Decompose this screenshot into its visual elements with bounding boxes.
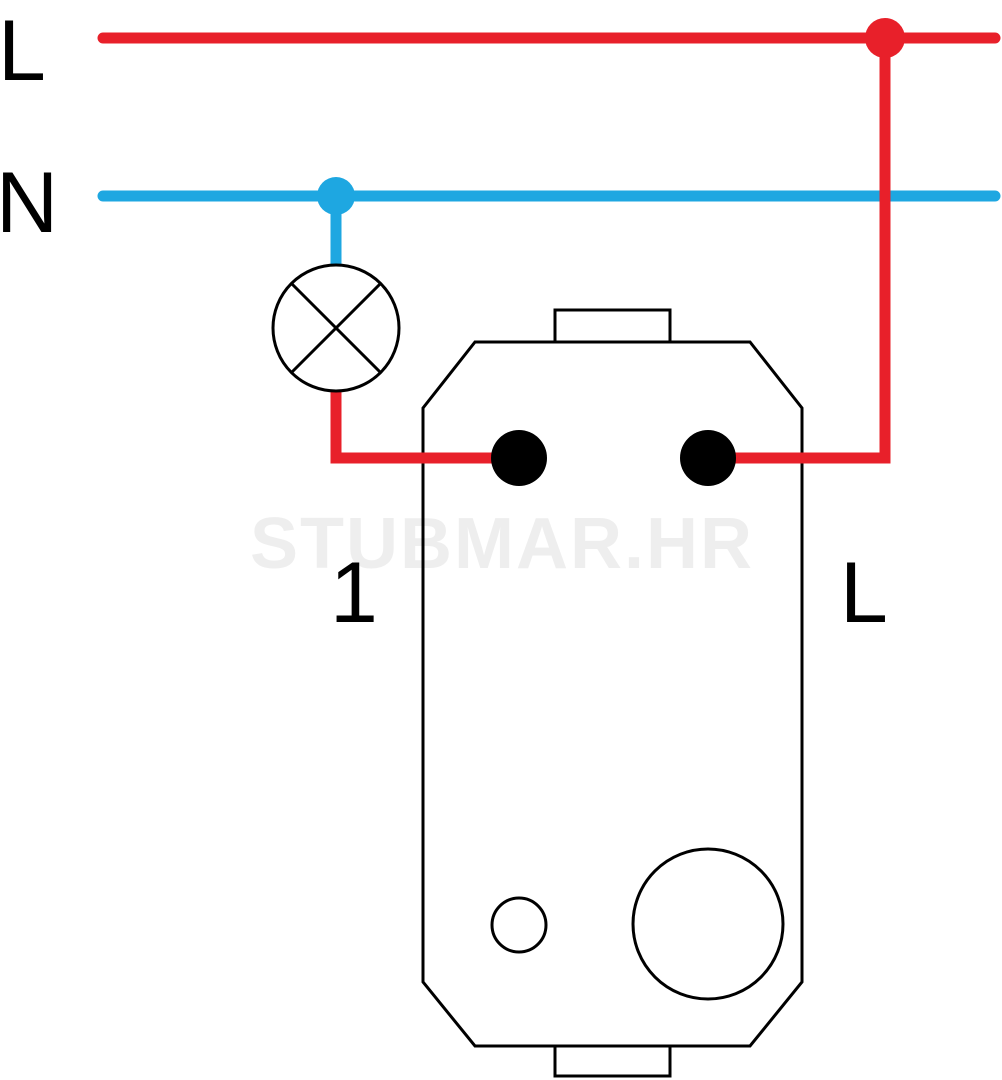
switch-top-tab [553, 308, 672, 342]
live-junction [865, 18, 905, 58]
label-terminal-line: L [840, 545, 888, 641]
lamp-icon [271, 263, 401, 393]
lamp-cross-b [289, 281, 383, 375]
label-line-supply: L [0, 3, 46, 99]
live-wire [97, 32, 1001, 464]
switch-small-hole [490, 896, 548, 954]
terminal-line-dot [680, 430, 736, 486]
label-neutral-supply: N [0, 155, 58, 251]
lamp-to-terminal-one [330, 392, 519, 464]
label-terminal-one: 1 [330, 545, 378, 641]
terminal-one-dot [491, 430, 547, 486]
watermark: STUBMAR.HR [250, 504, 754, 584]
neutral-wire [97, 190, 1001, 266]
switch-icon [421, 308, 804, 1078]
switch-bottom-tab [553, 1046, 672, 1078]
neutral-junction [317, 177, 355, 215]
switch-body [421, 340, 804, 1048]
switch-large-hole [631, 847, 785, 1001]
live-drop-to-switch [708, 38, 891, 464]
